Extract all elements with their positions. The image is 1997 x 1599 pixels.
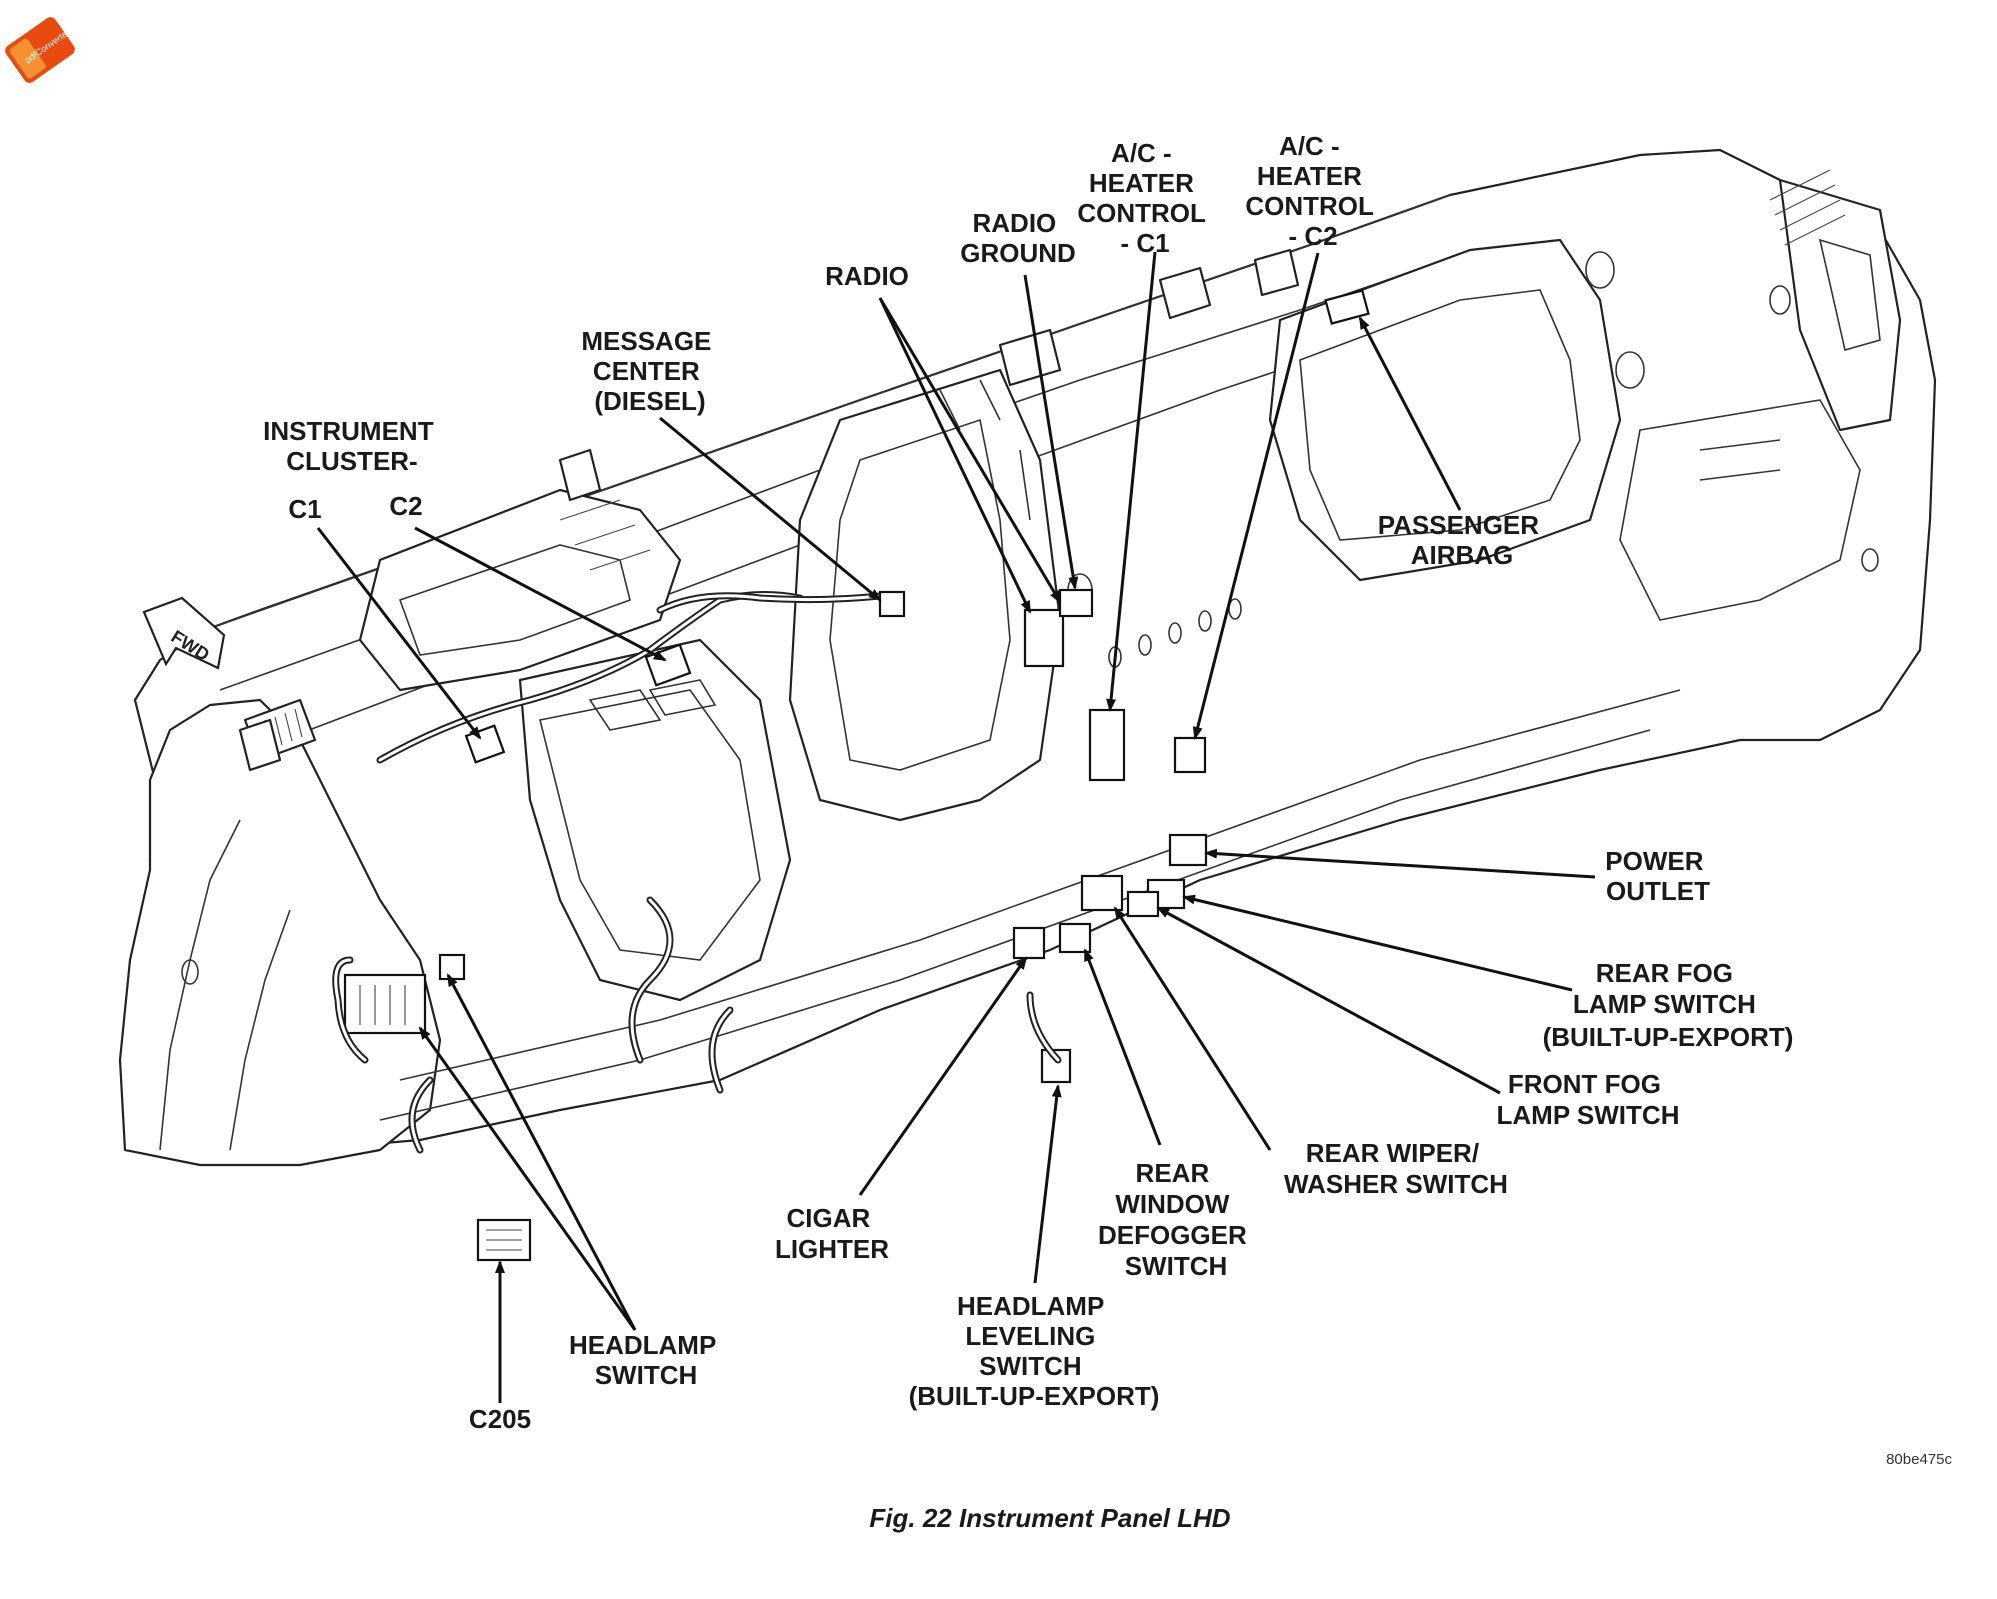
rear-fog-lamp-switch-label: REAR FOG LAMP SWITCH (BUILT-UP-EXPORT) (1543, 958, 1794, 1052)
figure-code: 80be475c (1886, 1451, 1952, 1468)
c205-label: C205 (469, 1404, 531, 1434)
cluster-harness (376, 590, 884, 764)
instrument-cluster-label: INSTRUMENT CLUSTER- (263, 416, 441, 476)
rear-window-defogger-switch-label: REAR WINDOW DEFOGGER SWITCH (1098, 1158, 1254, 1281)
headlamp-switch-label: HEADLAMP SWITCH (569, 1330, 723, 1390)
figure-caption: Fig. 22 Instrument Panel LHD (869, 1503, 1230, 1533)
radio-connector-2 (1058, 588, 1094, 618)
message-center-label: MESSAGE CENTER (DIESEL) (581, 326, 718, 416)
headlamp-switch-connector-2 (438, 953, 466, 981)
radio-ground-label: RADIO GROUND (960, 208, 1076, 268)
headlamp-switch-connector (343, 973, 427, 1035)
power-outlet-label: POWER OUTLET (1605, 846, 1710, 906)
rear-wiper-washer-switch-label: REAR WIPER/ WASHER SWITCH (1284, 1138, 1508, 1199)
leader-lines (316, 251, 1596, 1403)
message-center-connector (878, 590, 906, 618)
power-outlet-connector (1168, 833, 1208, 867)
c1-label: C1 (288, 494, 321, 524)
rear-wiper-connector (1080, 874, 1124, 912)
cigar-lighter-label: CIGAR LIGHTER (775, 1203, 889, 1264)
ac-c1-connector (1088, 708, 1126, 782)
radio-label: RADIO (825, 261, 909, 291)
headlamp-leveling-switch-label: HEADLAMP LEVELING SWITCH (BUILT-UP-EXPOR… (909, 1291, 1160, 1411)
front-fog-connector (1126, 890, 1160, 918)
c2-label: C2 (389, 491, 422, 521)
callout-labels: INSTRUMENT CLUSTER- C1 C2 MESSAGE CENTER… (263, 131, 1952, 1533)
rear-defogger-connector (1058, 922, 1092, 954)
ac-heater-c2-label: A/C - HEATER CONTROL - C2 (1245, 131, 1380, 251)
passenger-airbag-connector (1324, 289, 1370, 325)
radio-connector-1 (1023, 608, 1065, 668)
front-fog-lamp-switch-label: FRONT FOG LAMP SWITCH (1497, 1069, 1680, 1130)
pdfconverter-logo: pdfConverter (5, 17, 75, 83)
ac-heater-c1-label: A/C - HEATER CONTROL - C1 (1077, 138, 1212, 258)
ac-c2-connector (1173, 736, 1207, 774)
passenger-airbag-label: PASSENGER AIRBAG (1378, 510, 1547, 570)
cigar-lighter-connector (1012, 926, 1046, 960)
